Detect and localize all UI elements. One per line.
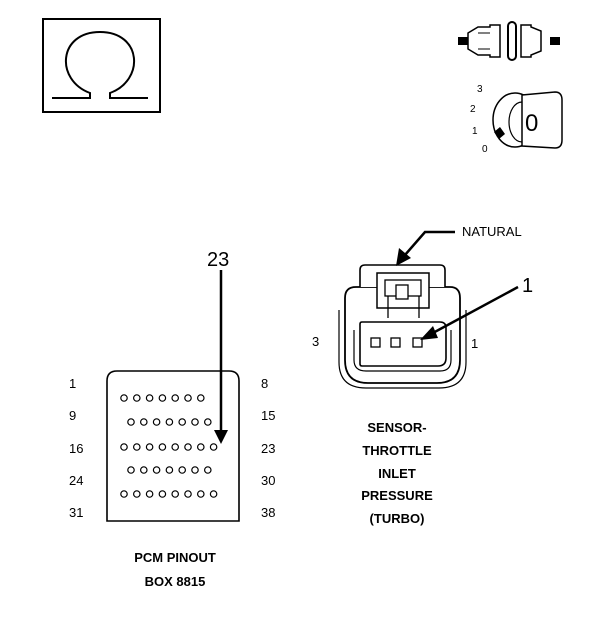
pcm-pin bbox=[120, 443, 128, 451]
pcm-pinout-box bbox=[106, 370, 240, 522]
connector-left-pin-label: 3 bbox=[312, 334, 319, 349]
pcm-pin bbox=[152, 466, 161, 474]
pcm-title-line-2: BOX 8815 bbox=[145, 574, 206, 589]
pcm-pin bbox=[158, 394, 167, 402]
pcm-right-label: 8 bbox=[261, 376, 268, 391]
pcm-left-label: 9 bbox=[69, 408, 76, 423]
sensor-title: SENSOR- THROTTLE INLET PRESSURE (TURBO) bbox=[361, 420, 433, 526]
sensor-title-line-2: THROTTLE bbox=[362, 443, 432, 458]
pin1-callout-number: 1 bbox=[522, 275, 533, 297]
pcm-pin bbox=[152, 418, 161, 426]
pcm-left-label: 31 bbox=[69, 505, 83, 520]
pcm-right-label: 15 bbox=[261, 408, 275, 423]
pcm-pin bbox=[191, 466, 199, 474]
pcm-pin bbox=[140, 466, 148, 474]
pcm-pin bbox=[145, 490, 154, 498]
sensor-title-line-4: PRESSURE bbox=[361, 488, 433, 503]
pcm-right-label: 30 bbox=[261, 473, 275, 488]
connector-right-pin-label: 1 bbox=[471, 336, 478, 351]
pcm-left-label: 16 bbox=[69, 441, 83, 456]
pcm-right-label: 38 bbox=[261, 505, 275, 520]
sensor-title-line-3: INLET bbox=[378, 466, 416, 481]
pcm-pin bbox=[133, 443, 141, 451]
pcm-pin bbox=[158, 443, 167, 451]
key-position-1: 1 bbox=[472, 126, 478, 137]
key-position-2: 2 bbox=[470, 104, 476, 115]
sensor-title-line-5: (TURBO) bbox=[370, 511, 425, 526]
pcm-pin bbox=[171, 443, 180, 451]
pcm-left-labels: 1 9 16 24 31 bbox=[69, 376, 83, 520]
pcm-pin bbox=[209, 490, 218, 498]
pcm-pin bbox=[133, 490, 141, 498]
pcm-pin bbox=[145, 443, 154, 451]
pcm-pin bbox=[184, 490, 192, 498]
key-position-0: 0 bbox=[482, 144, 488, 155]
pcm-pin bbox=[165, 418, 174, 426]
ohm-symbol bbox=[42, 18, 161, 113]
pcm-pin bbox=[171, 490, 180, 498]
pin1-callout: 1 bbox=[420, 275, 533, 340]
pcm-pin bbox=[197, 443, 205, 451]
connector-pin-3 bbox=[370, 337, 381, 348]
key-selected-position: 0 bbox=[525, 110, 538, 137]
pcm-pin bbox=[178, 466, 187, 474]
connector-pin-2 bbox=[390, 337, 401, 348]
pcm-right-label: 23 bbox=[261, 441, 275, 456]
pcm-left-label: 24 bbox=[69, 473, 83, 488]
pcm-pin bbox=[133, 394, 141, 402]
pcm-pin-callout-number: 23 bbox=[207, 249, 229, 271]
pcm-left-label: 1 bbox=[69, 376, 76, 391]
key-position-3: 3 bbox=[477, 84, 483, 95]
pcm-pin bbox=[127, 418, 135, 426]
natural-label: NATURAL bbox=[462, 224, 522, 239]
pcm-title: PCM PINOUT BOX 8815 bbox=[134, 550, 216, 589]
pcm-pin bbox=[127, 466, 135, 474]
pcm-pin bbox=[184, 394, 192, 402]
pcm-pin bbox=[178, 418, 187, 426]
sensor-connector bbox=[338, 264, 467, 389]
pcm-pin bbox=[140, 418, 148, 426]
pcm-pin bbox=[171, 394, 180, 402]
pcm-right-labels: 8 15 23 30 38 bbox=[261, 376, 275, 520]
pcm-pin-callout: 23 bbox=[207, 249, 229, 444]
pcm-pin bbox=[209, 443, 218, 451]
pcm-pin bbox=[191, 418, 199, 426]
pcm-pin bbox=[120, 394, 128, 402]
ignition-key-icon: 3 2 1 0 0 bbox=[470, 84, 563, 155]
natural-callout: NATURAL bbox=[396, 224, 522, 266]
pcm-pin bbox=[158, 490, 167, 498]
connector-disconnect-icon bbox=[458, 21, 560, 61]
pcm-pin bbox=[204, 466, 212, 474]
pcm-pin bbox=[184, 443, 192, 451]
pcm-pin bbox=[120, 490, 128, 498]
pcm-pin bbox=[204, 418, 212, 426]
pcm-pin bbox=[165, 466, 174, 474]
pcm-pin bbox=[145, 394, 154, 402]
pcm-pin-grid bbox=[120, 394, 218, 498]
pcm-pin bbox=[197, 490, 205, 498]
connector-pin-1 bbox=[412, 337, 423, 348]
pcm-pin bbox=[197, 394, 205, 402]
sensor-title-line-1: SENSOR- bbox=[367, 420, 426, 435]
pcm-title-line-1: PCM PINOUT bbox=[134, 550, 216, 565]
